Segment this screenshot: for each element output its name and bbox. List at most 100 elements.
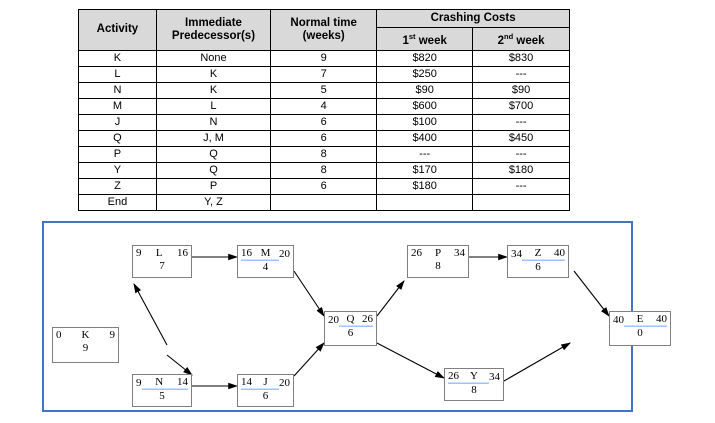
edge-Q-P	[376, 280, 405, 317]
node-early-start: 16	[241, 247, 252, 261]
node-duration: 6	[262, 390, 269, 402]
table-header-row: Activity Immediate Predecessor(s) Normal…	[78, 9, 570, 51]
cell-week1: $180	[376, 177, 474, 195]
cell-week1: $400	[376, 129, 474, 147]
cell-activity: L	[78, 65, 157, 83]
node-activity-label: Z	[522, 247, 554, 261]
cell-week1: $600	[376, 97, 474, 115]
node-activity-label: J	[252, 376, 279, 390]
cell-normal_time: 6	[270, 113, 378, 131]
cell-week1: ---	[376, 145, 474, 163]
node-early-start: 34	[511, 247, 522, 260]
column-header-predecessor-line2: Predecessor(s)	[171, 29, 256, 42]
cell-normal_time	[270, 193, 378, 211]
cell-week1: $100	[376, 113, 474, 131]
column-header-crashing-costs: Crashing Costs	[376, 9, 570, 28]
node-early-finish: 20	[279, 376, 290, 389]
node-activity-label: N	[141, 376, 177, 390]
cell-predecessor: J, M	[155, 129, 272, 147]
edge-K-N	[166, 354, 193, 376]
edge-J-Q	[293, 342, 325, 377]
week2-sup: nd	[504, 32, 514, 41]
column-header-predecessor: Immediate Predecessor(s)	[155, 9, 272, 51]
cell-normal_time: 7	[270, 65, 378, 83]
node-early-finish: 40	[554, 247, 565, 261]
cell-normal_time: 8	[270, 161, 378, 179]
cell-week2: $450	[472, 129, 570, 147]
node-activity-label: Q	[339, 313, 362, 327]
cell-week1: $250	[376, 65, 474, 83]
node-early-finish: 40	[656, 313, 667, 327]
cell-activity: Z	[78, 177, 157, 195]
node-early-finish: 34	[489, 370, 500, 383]
node-early-finish: 9	[109, 329, 116, 341]
edge-K-L	[133, 283, 168, 346]
cell-activity: End	[78, 193, 157, 211]
cell-week1: $820	[376, 49, 474, 67]
cell-activity: Y	[78, 161, 157, 179]
cell-week2	[472, 193, 570, 211]
node-early-finish: 16	[177, 247, 188, 259]
column-header-week1: 1st week	[376, 27, 474, 51]
cell-activity: K	[78, 49, 157, 67]
cell-predecessor: L	[155, 97, 272, 115]
edge-Z-E	[573, 270, 610, 317]
node-early-start: 9	[136, 247, 142, 259]
cell-predecessor: P	[155, 177, 272, 195]
crashing-costs-table: Activity Immediate Predecessor(s) Normal…	[78, 9, 570, 211]
cell-week2: ---	[472, 145, 570, 163]
cell-activity: N	[78, 81, 157, 99]
cell-week2: ---	[472, 177, 570, 195]
table-header-subrow: 1st week 2nd week	[79, 27, 570, 51]
node-early-start: 14	[241, 376, 252, 390]
node-activity-label: E	[624, 313, 656, 327]
cell-predecessor: K	[155, 65, 272, 83]
column-header-predecessor-line1: Immediate	[185, 16, 242, 29]
table-header: Activity Immediate Predecessor(s) Normal…	[78, 9, 570, 51]
column-header-normal-time-line1: Normal time	[290, 16, 357, 29]
edge-Y-E	[503, 342, 571, 382]
cell-predecessor: K	[155, 81, 272, 99]
node-activity-label: L	[155, 247, 163, 259]
week1-rest: week	[415, 34, 447, 47]
column-header-normal-time: Normal time (weeks)	[270, 9, 378, 51]
node-duration: 0	[637, 327, 643, 339]
node-early-finish: 34	[454, 247, 465, 259]
node-early-start: 26	[448, 370, 459, 384]
cell-predecessor: Q	[155, 161, 272, 179]
cell-predecessor: Q	[155, 145, 272, 163]
node-duration: 5	[159, 390, 165, 402]
node-duration: 4	[262, 261, 269, 273]
node-early-finish: 26	[362, 313, 373, 327]
edge-M-Q	[293, 270, 325, 317]
node-early-start: 9	[136, 376, 142, 389]
cell-predecessor: None	[155, 49, 272, 67]
cell-predecessor: Y, Z	[155, 193, 272, 211]
node-early-start: 26	[411, 247, 422, 259]
cell-normal_time: 9	[270, 49, 378, 67]
week1-num: 1	[402, 34, 409, 47]
node-early-start: 40	[613, 313, 624, 326]
